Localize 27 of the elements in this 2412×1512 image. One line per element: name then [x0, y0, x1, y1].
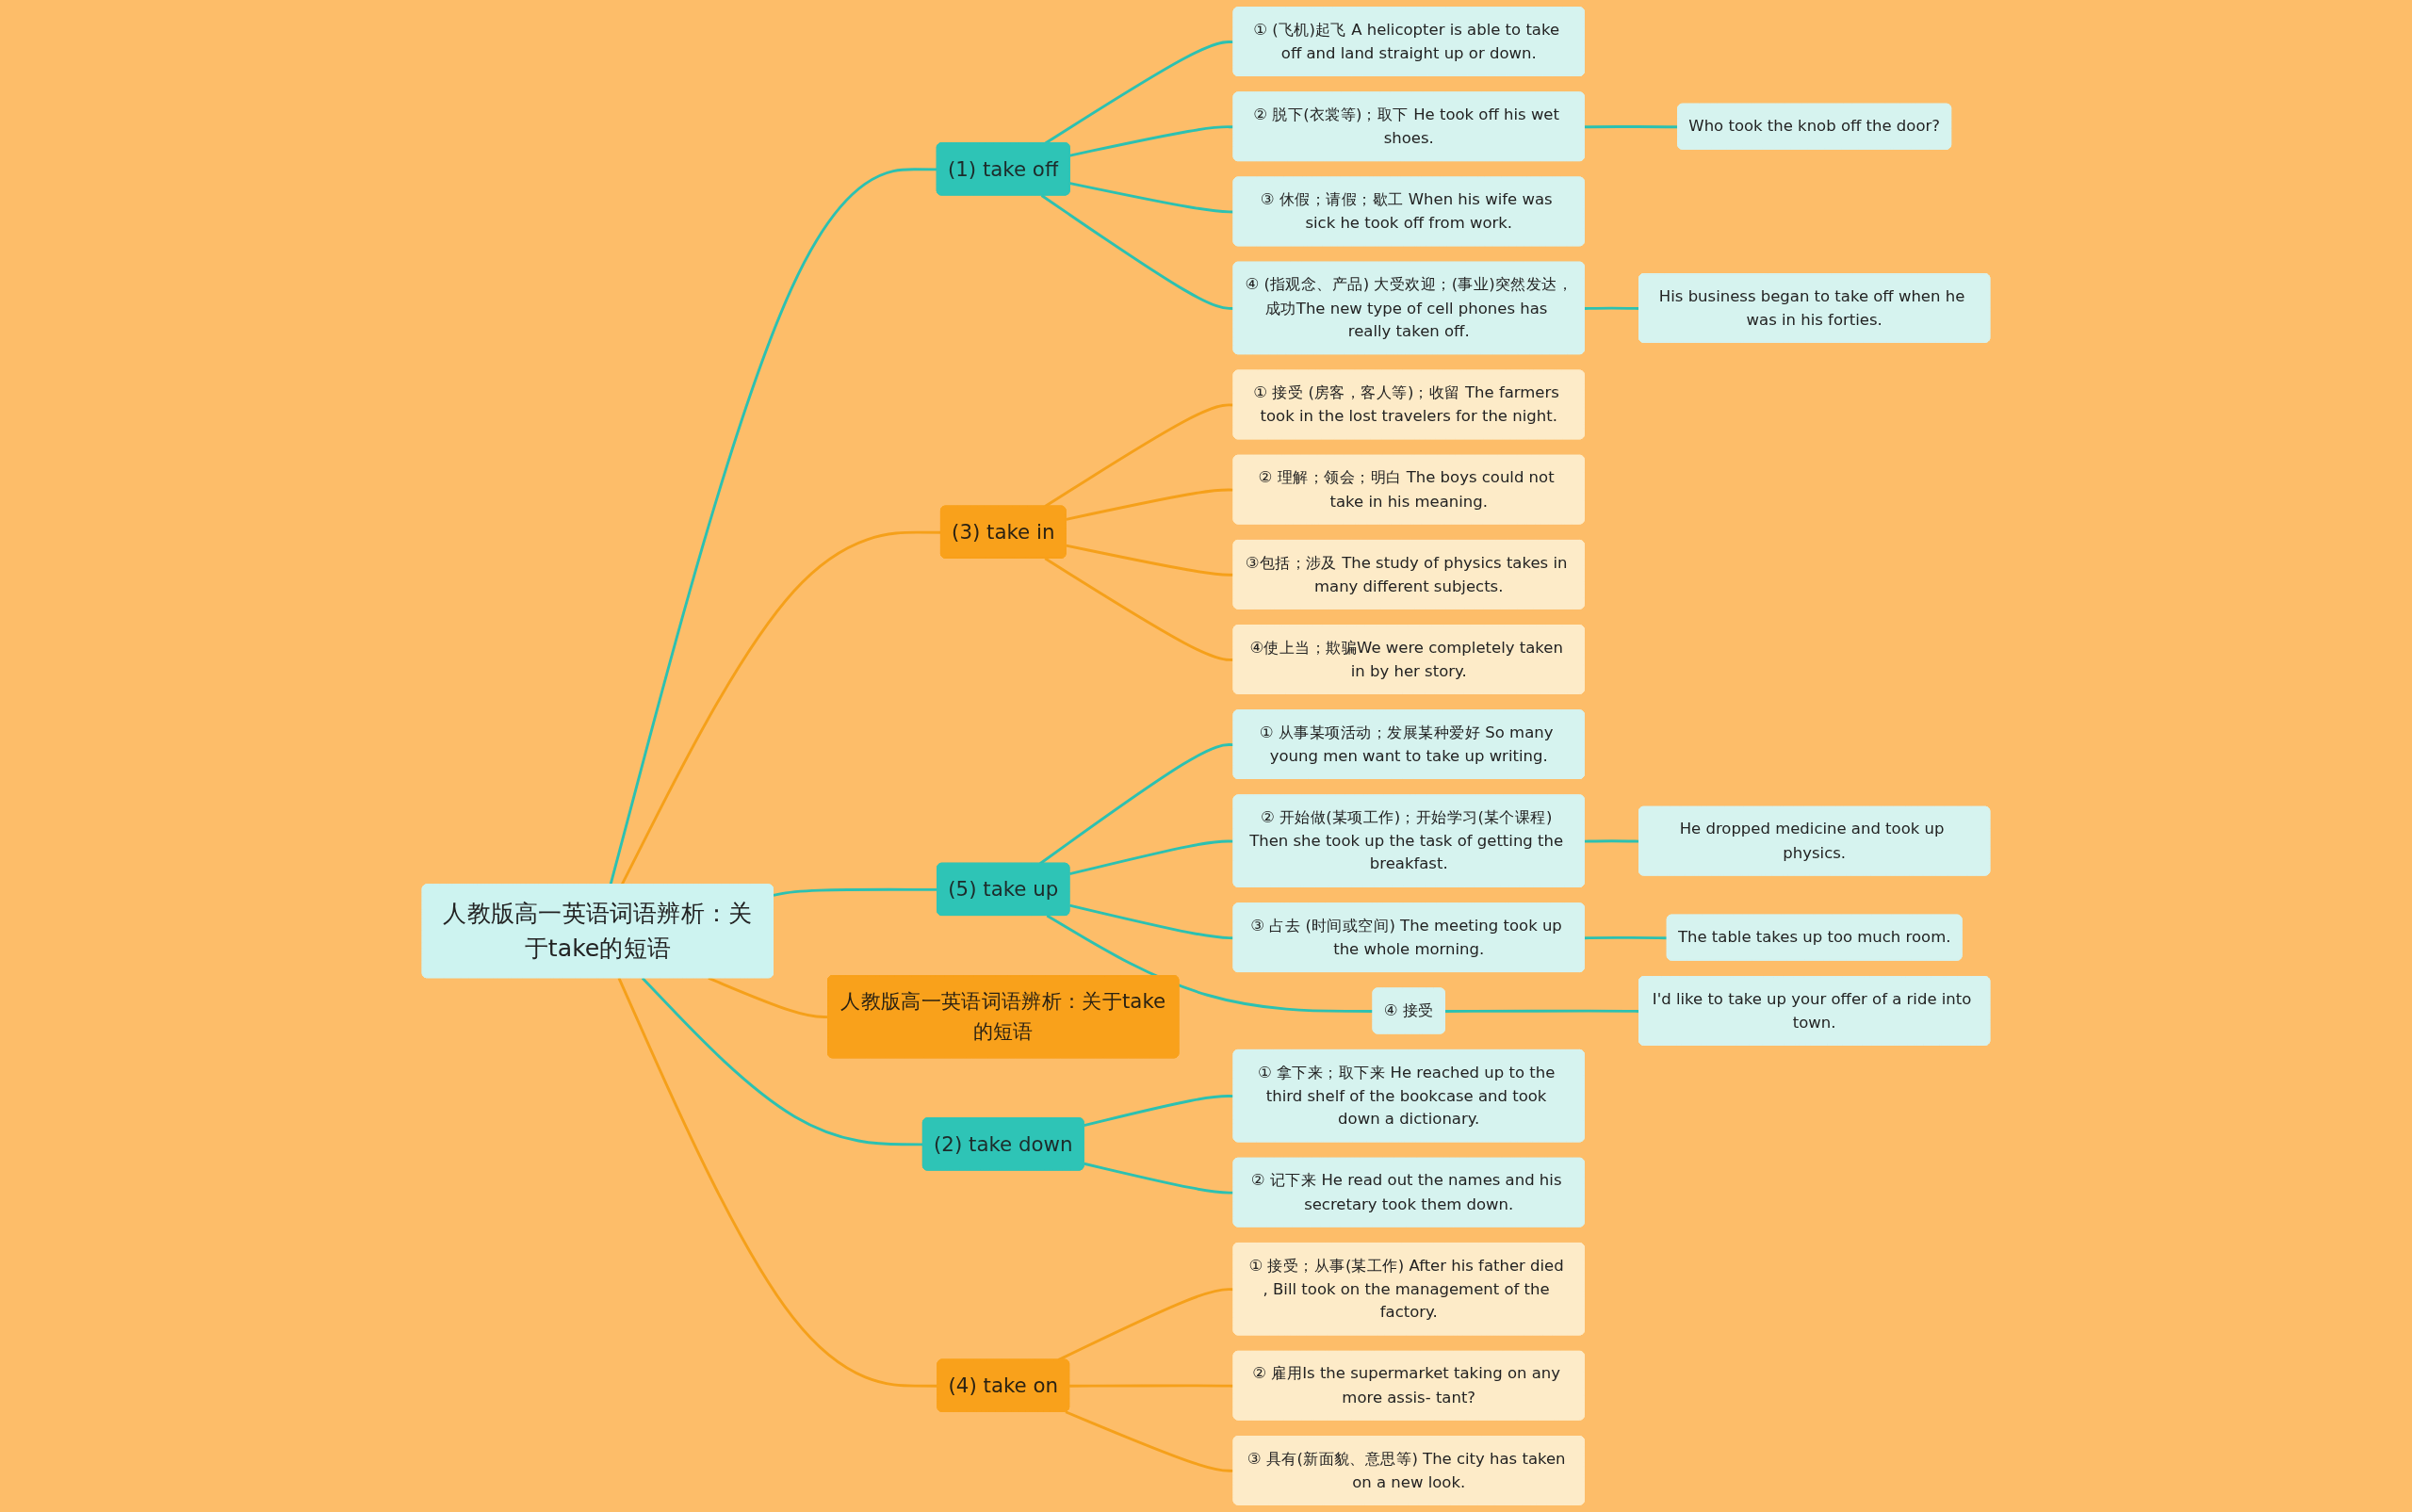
connector — [1584, 839, 1640, 843]
connector — [773, 887, 938, 897]
connector — [1066, 488, 1234, 521]
connector — [609, 168, 937, 886]
connector — [1584, 935, 1668, 940]
connector — [1584, 306, 1640, 310]
connector — [1584, 125, 1679, 129]
connector — [708, 976, 829, 1019]
connector — [1044, 403, 1234, 508]
connector — [617, 977, 938, 1388]
connector — [1065, 1410, 1234, 1472]
connector — [1046, 914, 1374, 1013]
connector — [1069, 903, 1234, 940]
connector — [620, 530, 941, 886]
connector — [1057, 1288, 1234, 1361]
connector — [1039, 743, 1234, 865]
connector — [1044, 557, 1234, 661]
connector — [1040, 194, 1234, 310]
connector — [1084, 1095, 1234, 1127]
connector — [1084, 1162, 1234, 1195]
connector — [1066, 544, 1234, 577]
connector — [1069, 182, 1234, 214]
connector — [641, 977, 923, 1146]
connector — [1444, 1009, 1640, 1013]
connector — [1069, 1384, 1234, 1388]
connector — [1069, 839, 1234, 876]
connector — [1069, 125, 1234, 157]
